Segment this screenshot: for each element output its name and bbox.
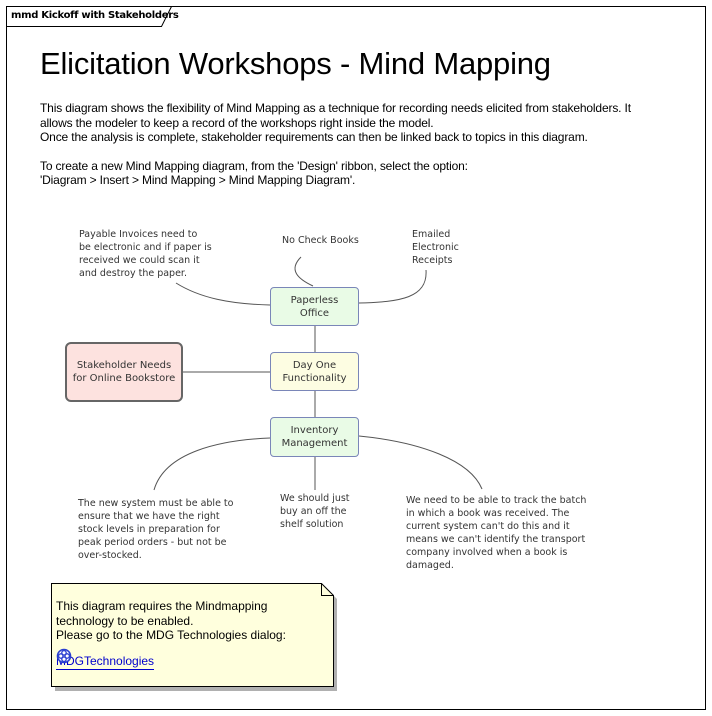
note-shape bbox=[51, 583, 337, 691]
topic-line: Management bbox=[281, 438, 348, 449]
topic-line: Functionality bbox=[282, 372, 347, 384]
diagram-description: This diagram shows the flexibility of Mi… bbox=[40, 101, 631, 188]
topic-day-one-functionality[interactable]: Day One Functionality bbox=[270, 352, 359, 391]
subtopic-emailed-receipts[interactable]: Emailed Electronic Receipts bbox=[412, 228, 459, 267]
subtopic-line: We need to be able to track the batch bbox=[406, 495, 587, 506]
subtopic-line: buy an off the bbox=[280, 506, 347, 517]
subtopic-line: Payable Invoices need to bbox=[79, 229, 198, 240]
subtopic-line: Electronic bbox=[412, 242, 459, 253]
description-line: allows the modeler to keep a record of t… bbox=[40, 115, 434, 130]
subtopic-line: Receipts bbox=[412, 255, 453, 266]
frame-tab-shape bbox=[6, 6, 172, 27]
subtopic-line: current system can't do this and it bbox=[406, 521, 570, 532]
subtopic-line: We should just bbox=[280, 493, 350, 504]
mdg-technologies-hyperlink[interactable]: MDGTechnologies bbox=[56, 648, 155, 670]
note-line: technology to be enabled. bbox=[56, 613, 194, 628]
subtopic-line: and destroy the paper. bbox=[79, 268, 187, 279]
connector-stock bbox=[153, 437, 271, 491]
connector-payable bbox=[175, 282, 271, 306]
subtopic-line: shelf solution bbox=[280, 519, 344, 530]
connector-batch bbox=[358, 435, 483, 490]
description-line: To create a new Mind Mapping diagram, fr… bbox=[40, 158, 468, 173]
subtopic-line: means we can't identify the transport bbox=[406, 534, 586, 545]
subtopic-track-batch[interactable]: We need to be able to track the batch in… bbox=[406, 494, 586, 572]
description-line: Once the analysis is complete, stakehold… bbox=[40, 130, 588, 145]
topic-line: Office bbox=[299, 307, 330, 319]
subtopic-no-check-books[interactable]: No Check Books bbox=[282, 234, 359, 247]
subtopic-line: No Check Books bbox=[282, 235, 359, 246]
central-topic-line: Stakeholder Needs bbox=[76, 360, 172, 371]
subtopic-line: damaged. bbox=[406, 560, 454, 571]
note-line: This diagram requires the Mindmapping bbox=[56, 599, 268, 613]
subtopic-stock-levels[interactable]: The new system must be able to ensure th… bbox=[78, 497, 233, 562]
subtopic-line: Emailed bbox=[412, 229, 451, 240]
subtopic-line: in which a book was received. The bbox=[406, 508, 570, 519]
subtopic-line: stock levels in preparation for bbox=[78, 524, 220, 535]
connector-emailed bbox=[358, 269, 427, 304]
subtopic-line: be electronic and if paper is bbox=[79, 242, 212, 253]
topic-inventory-management[interactable]: Inventory Management bbox=[270, 417, 359, 457]
note-body: This diagram requires the Mindmapping te… bbox=[56, 599, 286, 643]
description-line: This diagram shows the flexibility of Mi… bbox=[40, 101, 631, 115]
subtopic-off-the-shelf[interactable]: We should just buy an off the shelf solu… bbox=[280, 492, 350, 531]
requirements-note[interactable]: This diagram requires the Mindmapping te… bbox=[51, 583, 337, 691]
central-topic-line: for Online Bookstore bbox=[72, 373, 176, 384]
topic-paperless-office[interactable]: Paperless Office bbox=[270, 287, 359, 326]
subtopic-line: ensure that we have the right bbox=[78, 511, 220, 522]
mdg-technologies-icon bbox=[56, 648, 72, 664]
frame-tab-label: mmd Kickoff with Stakeholders bbox=[11, 10, 179, 21]
topic-line: Day One bbox=[292, 359, 337, 371]
topic-line: Paperless bbox=[290, 294, 339, 306]
page-title: Elicitation Workshops - Mind Mapping bbox=[40, 46, 551, 81]
description-line: 'Diagram > Insert > Mind Mapping > Mind … bbox=[40, 173, 356, 188]
connector-nocheck bbox=[294, 256, 314, 287]
subtopic-line: peak period orders - but not be bbox=[78, 537, 227, 548]
subtopic-line: over-stocked. bbox=[78, 550, 142, 561]
subtopic-line: company involved when a book is bbox=[406, 547, 568, 558]
subtopic-payable-invoices[interactable]: Payable Invoices need to be electronic a… bbox=[79, 228, 212, 280]
mdg-technologies-link[interactable]: MDGTechnologies bbox=[56, 654, 155, 670]
central-topic-stakeholder-needs[interactable]: Stakeholder Needs for Online Bookstore bbox=[65, 342, 183, 402]
subtopic-line: received we could scan it bbox=[79, 255, 200, 266]
subtopic-line: The new system must be able to bbox=[78, 498, 234, 509]
topic-line: Inventory bbox=[290, 425, 339, 436]
note-line: Please go to the MDG Technologies dialog… bbox=[56, 628, 286, 642]
